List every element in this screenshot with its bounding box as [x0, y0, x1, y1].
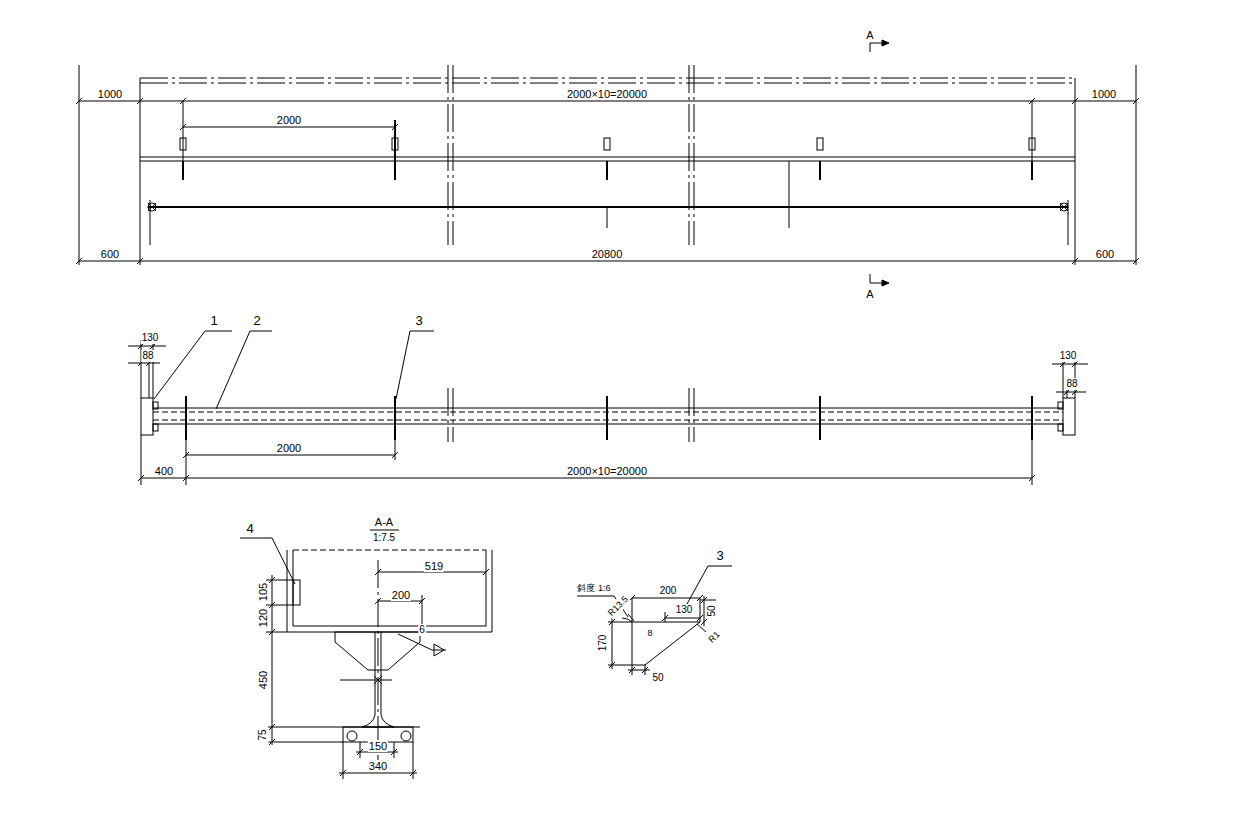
dimension-text: 130 [1059, 350, 1078, 362]
dimension-text: 200 [391, 589, 411, 601]
scale-text: 1:7.5 [372, 532, 396, 544]
dimension-text: 450 [257, 670, 269, 690]
callout-number: 3 [715, 550, 724, 562]
dimension-text: 130 [675, 604, 694, 616]
dimension-text: 600 [1095, 248, 1115, 260]
dimension-text: 150 [368, 740, 388, 752]
section-mark: A [865, 29, 874, 41]
dimension-text: 400 [154, 465, 174, 477]
dimension-text: 2000×10=20000 [566, 465, 648, 477]
dimension-text: 120 [257, 608, 269, 628]
section-a-a [266, 530, 492, 779]
elevation-view [128, 340, 1088, 485]
callout-number: 3 [414, 315, 423, 327]
dimension-text: 340 [368, 760, 388, 772]
dimension-text: 600 [100, 248, 120, 260]
dimension-text: 2000×10=20000 [566, 88, 648, 100]
dimension-text: 75 [257, 728, 269, 741]
callout-number: 2 [252, 315, 261, 327]
section-title: A-A [374, 516, 394, 528]
radius-text: R1 [705, 628, 723, 646]
dimension-text: 8 [646, 627, 653, 639]
dimension-text: 20800 [591, 248, 624, 260]
dimension-text: 130 [141, 332, 160, 344]
detail-3 [577, 595, 716, 675]
radius-text: R13.5 [605, 593, 632, 620]
dimension-text: 1000 [97, 88, 123, 100]
dimension-text: 88 [1065, 378, 1078, 390]
dimension-text: 50 [651, 672, 664, 684]
dimension-text: 88 [141, 350, 154, 362]
note-text: 斜度 1:6 [576, 582, 611, 594]
dimension-text: 519 [424, 560, 444, 572]
dimension-text: 105 [257, 582, 269, 602]
callout-leaders [154, 331, 732, 613]
callout-number: 4 [245, 523, 254, 535]
callout-number: 1 [209, 315, 218, 327]
dimension-text: 1000 [1091, 88, 1117, 100]
dimension-text: 2000 [276, 442, 302, 454]
dimension-text: 170 [597, 634, 609, 653]
dimension-text: 50 [706, 604, 718, 617]
dimension-text: 2000 [276, 114, 302, 126]
weld-size: 6 [418, 624, 426, 636]
dimension-text: 200 [659, 585, 678, 597]
plan-view [76, 40, 1139, 286]
section-mark: A [865, 288, 874, 300]
